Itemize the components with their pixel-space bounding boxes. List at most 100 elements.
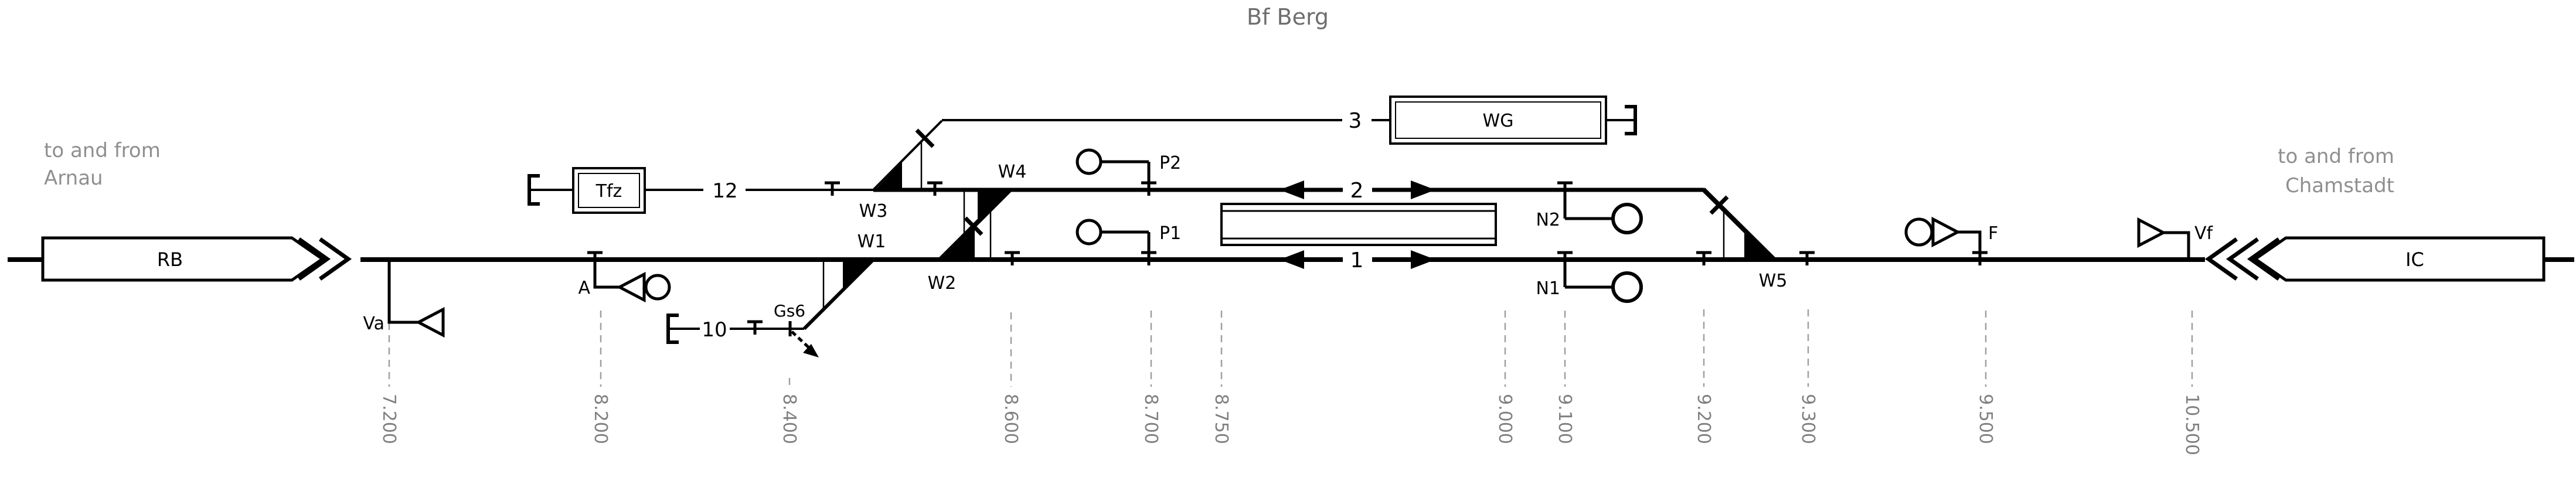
track-number-labels: 1 2 3 10 12 bbox=[702, 109, 1363, 342]
km-marker: 9.500 bbox=[1975, 311, 1996, 444]
svg-text:8.750: 8.750 bbox=[1211, 394, 1231, 444]
distant-triangle-icon bbox=[415, 306, 445, 338]
km-marker: 8.200 bbox=[590, 311, 611, 444]
train-direction-chevrons-icon bbox=[297, 237, 352, 281]
tfz-box-label: Tfz bbox=[595, 181, 622, 202]
distant-triangle-icon bbox=[616, 271, 646, 303]
main-signal-circle-icon bbox=[1611, 203, 1643, 234]
switch-w3-wedge bbox=[874, 162, 902, 191]
signal-a-label: A bbox=[578, 278, 590, 298]
platform bbox=[1220, 203, 1497, 246]
km-marker: 8.600 bbox=[1001, 312, 1021, 444]
wg-box: WG bbox=[1389, 96, 1607, 145]
train-ic: IC bbox=[2204, 236, 2546, 282]
signal-f: F bbox=[1904, 216, 1998, 265]
switch-w3-label: W3 bbox=[859, 201, 888, 222]
buffer-stop-track10 bbox=[666, 314, 679, 344]
signal-n1-label: N1 bbox=[1536, 278, 1560, 299]
switch-w5-wedge bbox=[1744, 230, 1775, 259]
signal-n2: N2 bbox=[1536, 181, 1643, 234]
svg-text:9.300: 9.300 bbox=[1798, 394, 1818, 444]
km-marker: 8.750 bbox=[1211, 311, 1231, 444]
wg-box-label: WG bbox=[1483, 111, 1514, 131]
distant-triangle-icon bbox=[1931, 216, 1961, 248]
main-signal-circle-icon bbox=[1611, 271, 1643, 303]
left-destination-note-line2: Arnau bbox=[44, 166, 103, 190]
switch-w3-diagonal bbox=[872, 120, 943, 191]
switch-w5-label: W5 bbox=[1759, 271, 1788, 291]
right-destination-note-line1: to and from bbox=[2278, 145, 2394, 168]
left-destination-note-line1: to and from bbox=[44, 139, 161, 162]
signal-va-label: Va bbox=[363, 314, 384, 334]
svg-text:8.600: 8.600 bbox=[1001, 394, 1021, 444]
train-rb-label: RB bbox=[157, 248, 183, 271]
page-title: Bf Berg bbox=[1247, 4, 1329, 30]
track-3-label: 3 bbox=[1349, 109, 1362, 133]
signal-vf: Vf bbox=[2137, 217, 2214, 260]
main-signal-circle-icon bbox=[1076, 148, 1102, 175]
right-destination-note-line2: Chamstadt bbox=[2285, 174, 2394, 197]
signal-p2: P2 bbox=[1076, 148, 1181, 196]
arrow-right-icon bbox=[1411, 250, 1435, 269]
signal-f-label: F bbox=[1988, 223, 1998, 244]
switch-w4-label: W4 bbox=[998, 162, 1027, 182]
train-direction-chevrons-icon bbox=[2204, 237, 2281, 281]
clearance-marks bbox=[822, 128, 1729, 308]
main-signal-circle-icon bbox=[1076, 219, 1102, 246]
track-1-label: 1 bbox=[1350, 248, 1364, 272]
km-markers: 7.200 8.200 8.400 8.600 8.700 8.750 9.00… bbox=[379, 309, 2202, 455]
isolation-slash-w2w4 bbox=[964, 216, 984, 236]
train-ic-label: IC bbox=[2405, 248, 2424, 271]
switch-wedges bbox=[843, 162, 1775, 289]
switch-w4-wedge bbox=[978, 191, 1009, 223]
km-marker: 7.200 bbox=[379, 311, 399, 444]
svg-text:10.500: 10.500 bbox=[2182, 394, 2202, 455]
track-2-label: 2 bbox=[1350, 179, 1364, 203]
arrow-left-icon bbox=[1280, 180, 1304, 199]
switch-w2-wedge bbox=[940, 225, 975, 259]
buffer-stops bbox=[528, 105, 1637, 344]
km-marker: 8.400 bbox=[779, 378, 799, 444]
distant-triangle-icon bbox=[2137, 217, 2167, 248]
switch-w1-wedge bbox=[843, 261, 873, 289]
track-10-label: 10 bbox=[702, 318, 727, 342]
arrow-right-icon bbox=[1411, 180, 1435, 199]
arrow-left-icon bbox=[1280, 250, 1304, 269]
switch-w2-label: W2 bbox=[928, 273, 957, 294]
signal-a: A bbox=[578, 251, 671, 303]
main-signal-circle-icon bbox=[1904, 217, 1934, 247]
svg-text:8.200: 8.200 bbox=[590, 394, 611, 444]
tfz-box: Tfz bbox=[572, 167, 646, 214]
km-marker: 9.300 bbox=[1798, 309, 1818, 444]
signal-va: Va bbox=[363, 260, 445, 338]
derail-arrow-icon bbox=[791, 331, 811, 350]
derailer-gs6: Gs6 bbox=[774, 301, 819, 357]
track-12-label: 12 bbox=[712, 179, 737, 203]
train-rb: RB bbox=[41, 236, 352, 282]
signal-p2-label: P2 bbox=[1159, 153, 1181, 173]
isolation-slash-w3 bbox=[915, 128, 935, 148]
svg-text:9.500: 9.500 bbox=[1975, 394, 1996, 444]
svg-text:7.200: 7.200 bbox=[379, 394, 399, 444]
switch-w1-label: W1 bbox=[857, 231, 886, 252]
signal-vf-label: Vf bbox=[2194, 223, 2214, 244]
km-marker: 9.100 bbox=[1554, 311, 1575, 444]
svg-text:9.200: 9.200 bbox=[1693, 394, 1714, 444]
km-marker: 8.700 bbox=[1141, 311, 1161, 444]
insulated-joints bbox=[587, 181, 1815, 335]
signal-n1: N1 bbox=[1536, 251, 1643, 303]
svg-text:8.400: 8.400 bbox=[779, 394, 799, 444]
derailer-gs6-label: Gs6 bbox=[774, 301, 805, 321]
buffer-stop-track3 bbox=[1625, 105, 1637, 135]
buffer-stop-track12 bbox=[528, 174, 540, 206]
main-signal-circle-icon bbox=[644, 274, 671, 301]
isolation-slash-w5 bbox=[1709, 195, 1729, 215]
signal-p1-label: P1 bbox=[1159, 223, 1181, 244]
signals: Va A P2 P1 N2 bbox=[363, 148, 2214, 357]
derail-arrowhead-icon bbox=[803, 344, 819, 357]
km-marker: 9.000 bbox=[1495, 311, 1515, 444]
svg-text:8.700: 8.700 bbox=[1141, 394, 1161, 444]
km-marker: 10.500 bbox=[2182, 311, 2202, 455]
